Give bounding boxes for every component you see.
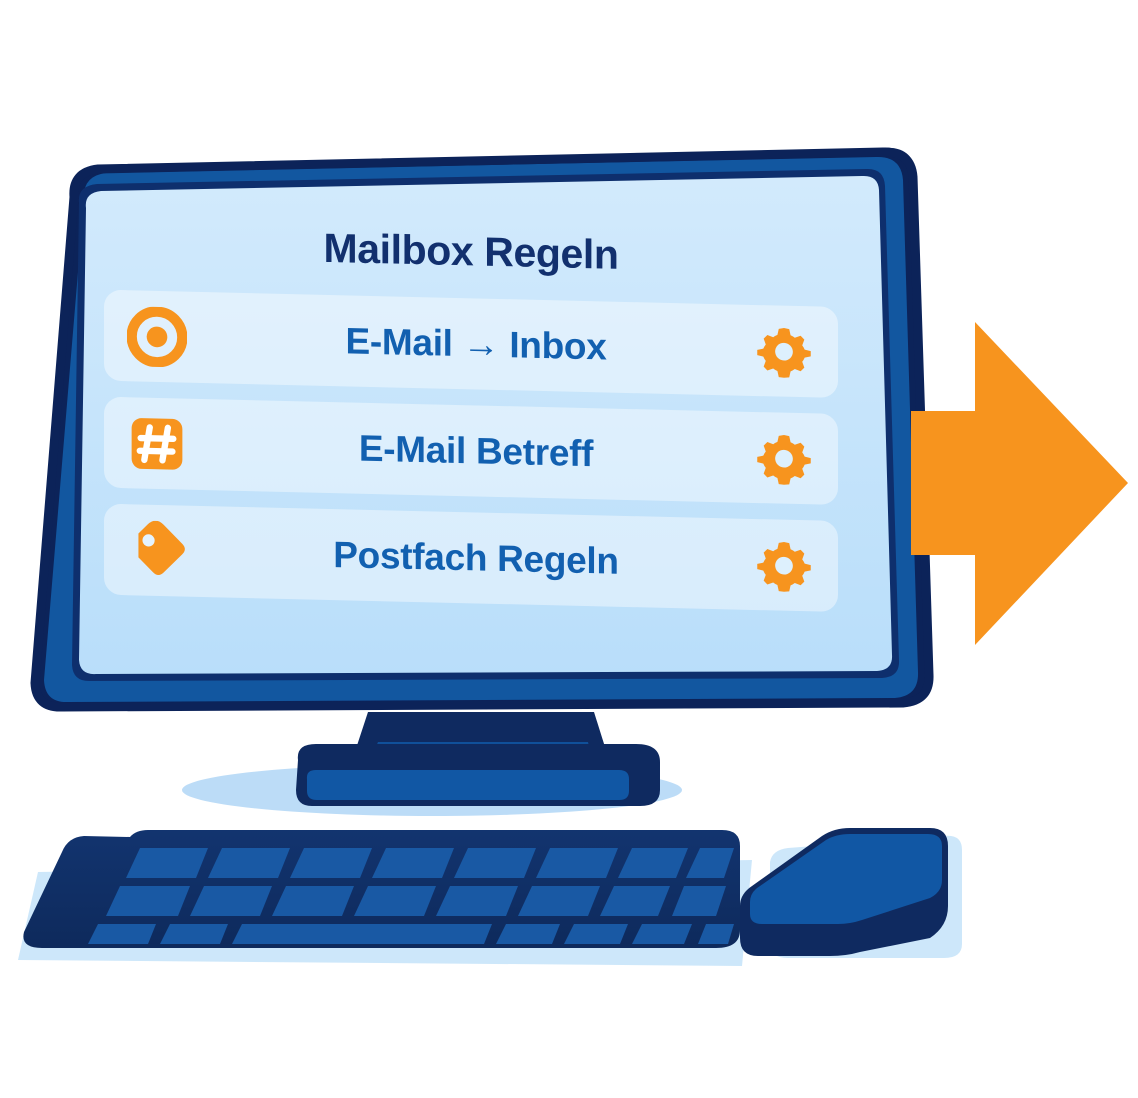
target-icon bbox=[126, 305, 188, 368]
mouse bbox=[740, 828, 948, 956]
gear-icon[interactable] bbox=[756, 537, 812, 594]
hash-icon bbox=[126, 412, 188, 475]
page-title: Mailbox Regeln bbox=[323, 224, 619, 278]
rule-list: E-Mail → Inbox bbox=[104, 289, 838, 612]
rule-row[interactable]: Postfach Regeln bbox=[104, 503, 838, 612]
tag-icon bbox=[126, 519, 188, 582]
monitor-stand bbox=[296, 712, 660, 806]
screen-content: Mailbox Regeln E-Mail → Inbox bbox=[76, 196, 866, 677]
mouse-shadow bbox=[770, 835, 962, 958]
rule-label: E-Mail Betreff bbox=[358, 427, 594, 475]
keyboard bbox=[23, 830, 740, 948]
keyboard-shadow bbox=[18, 860, 752, 966]
forward-arrow bbox=[911, 322, 1128, 645]
floor-shadow bbox=[182, 764, 682, 816]
rule-row[interactable]: E-Mail Betreff bbox=[104, 396, 838, 505]
rule-label: Postfach Regeln bbox=[333, 534, 619, 582]
rule-label: E-Mail → Inbox bbox=[345, 320, 607, 368]
rule-row[interactable]: E-Mail → Inbox bbox=[104, 289, 838, 398]
gear-icon[interactable] bbox=[756, 430, 812, 487]
gear-icon[interactable] bbox=[756, 323, 812, 380]
